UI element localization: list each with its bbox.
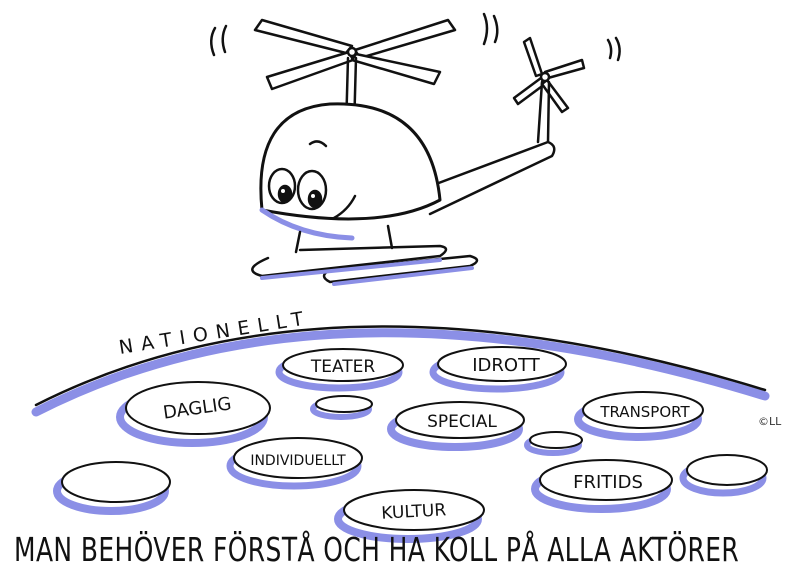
island-unnamed <box>310 395 373 420</box>
rotor-icon <box>253 18 457 132</box>
island-fritids: FRITIDS <box>531 459 673 513</box>
island-teater: TEATER <box>275 348 404 392</box>
island-special: SPECIAL <box>387 401 525 451</box>
island-unnamed <box>53 461 171 515</box>
island-label: KULTUR <box>381 500 447 523</box>
helicopter-icon <box>210 12 621 286</box>
island-label: IDROTT <box>472 355 541 376</box>
island-unnamed <box>679 454 768 497</box>
island-label: TRANSPORT <box>599 403 690 421</box>
horizon-shadow <box>31 328 770 417</box>
island-daglig: DAGLIG <box>116 381 271 447</box>
island-idrott: IDROTT <box>429 346 567 393</box>
artist-credit: ©LL <box>758 415 782 428</box>
island-label: TEATER <box>310 357 376 377</box>
tail-rotor-icon <box>512 36 586 144</box>
island-transport: TRANSPORT <box>574 391 704 441</box>
island-individuellt: INDIVIDUELLT <box>226 437 363 490</box>
island-unnamed <box>524 431 583 456</box>
island-label: FRITIDS <box>573 472 643 493</box>
island-label: SPECIAL <box>427 412 497 432</box>
island-kultur: KULTUR <box>334 489 485 543</box>
caption: MAN BEHÖVER FÖRSTÅ OCH HA KOLL PÅ ALLA A… <box>14 530 740 569</box>
island-label: INDIVIDUELLT <box>250 453 346 469</box>
horizon-line <box>34 325 767 407</box>
